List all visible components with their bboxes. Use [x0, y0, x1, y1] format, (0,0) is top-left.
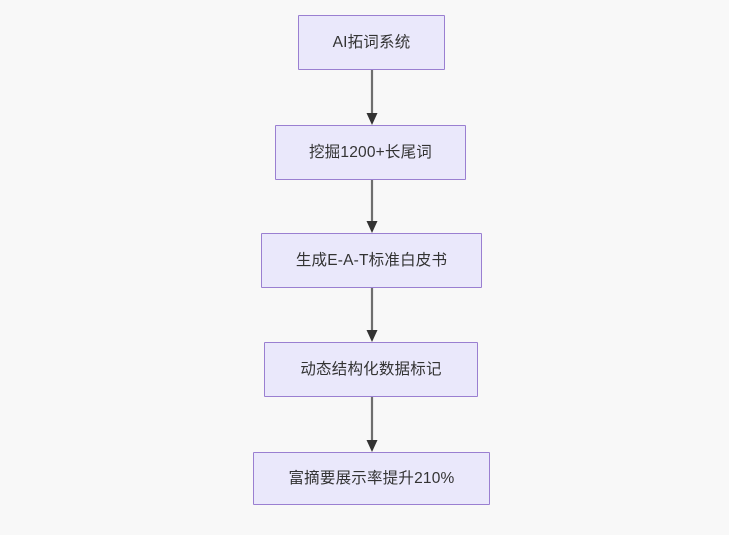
edge-n3-n4: [366, 288, 378, 342]
flowchart-node-ai-keyword-system[interactable]: AI拓词系统: [298, 15, 445, 70]
flowchart-node-dynamic-structured-data-markup[interactable]: 动态结构化数据标记: [264, 342, 478, 397]
flowchart-node-generate-eat-whitepaper[interactable]: 生成E-A-T标准白皮书: [261, 233, 482, 288]
flowchart-node-rich-snippet-rate-increase[interactable]: 富摘要展示率提升210%: [253, 452, 490, 505]
edge-n1-n2: [366, 70, 378, 125]
node-label: 挖掘1200+长尾词: [308, 143, 433, 161]
edge-n4-n5: [366, 397, 378, 452]
node-label: AI拓词系统: [332, 33, 411, 51]
node-label: 生成E-A-T标准白皮书: [295, 251, 448, 269]
node-label: 动态结构化数据标记: [300, 360, 442, 378]
flowchart-node-mine-longtail-keywords[interactable]: 挖掘1200+长尾词: [275, 125, 466, 180]
edge-n2-n3: [366, 180, 378, 233]
node-label: 富摘要展示率提升210%: [288, 469, 455, 487]
